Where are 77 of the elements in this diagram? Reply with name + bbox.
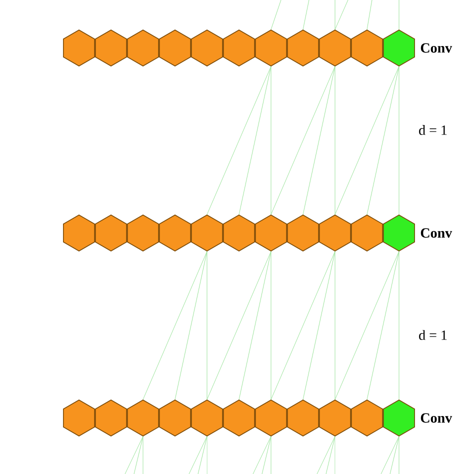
hexagon: [351, 30, 383, 66]
link-line: [380, 436, 400, 474]
link-line: [366, 66, 400, 215]
link-line: [238, 66, 272, 215]
hexagon: [95, 30, 127, 66]
link-line: [124, 436, 144, 474]
hexagon: [127, 214, 159, 252]
link-line: [206, 251, 272, 400]
hexagon: [351, 214, 383, 252]
hexagon: [287, 214, 319, 252]
link-line: [188, 436, 208, 474]
hexagon: [95, 214, 127, 252]
link-line: [206, 66, 272, 215]
link-line: [398, 0, 400, 30]
hexagon: [319, 214, 351, 252]
link-line: [174, 251, 208, 400]
hexagon: [63, 400, 95, 436]
hexagon: [319, 30, 351, 66]
link-line: [366, 251, 400, 400]
link-line: [198, 436, 208, 474]
link-line: [398, 251, 400, 400]
link-line: [334, 436, 336, 474]
hexagon: [191, 214, 223, 252]
link-line: [334, 0, 348, 30]
hexagon: [159, 30, 191, 66]
spacing-label: d = 1: [419, 125, 447, 135]
link-line: [334, 66, 336, 215]
link-line: [326, 436, 336, 474]
hexagon: [63, 30, 95, 66]
hexagon: [223, 400, 255, 436]
link-line: [366, 0, 372, 30]
hexagon: [159, 214, 191, 252]
hexagon: [127, 400, 159, 436]
side-label: Conv: [420, 228, 452, 238]
link-line: [142, 251, 208, 400]
link-line: [334, 251, 400, 400]
link-line: [302, 0, 310, 30]
link-line: [316, 436, 336, 474]
link-line: [142, 436, 144, 474]
hexagon: [191, 30, 223, 66]
link-line: [270, 251, 272, 400]
link-line: [270, 0, 282, 30]
hexagon: [95, 400, 127, 436]
hexagon: [255, 214, 287, 252]
side-label: Conv: [420, 413, 452, 423]
link-line: [238, 251, 272, 400]
link-line: [262, 436, 272, 474]
hexagon: [63, 214, 95, 252]
link-line: [390, 436, 400, 474]
link-line: [398, 66, 400, 215]
spacing-label: d = 1: [419, 330, 447, 340]
hexagon: [351, 400, 383, 436]
link-line: [302, 66, 336, 215]
hexagon: [127, 30, 159, 66]
link-line: [206, 251, 208, 400]
link-line: [270, 66, 336, 215]
hexagon: [255, 400, 287, 436]
link-line: [334, 0, 336, 30]
hexagon: [319, 400, 351, 436]
side-label: Conv: [420, 43, 452, 53]
hexagon: [255, 30, 287, 66]
hexagon: [223, 30, 255, 66]
link-line: [334, 251, 336, 400]
hexagon: [287, 400, 319, 436]
hexagon: [191, 400, 223, 436]
link-line: [398, 436, 400, 474]
link-line: [270, 66, 272, 215]
link-line: [134, 436, 144, 474]
link-line: [270, 251, 336, 400]
hexagon: [159, 400, 191, 436]
hexagon: [287, 30, 319, 66]
link-line: [270, 436, 272, 474]
hexagon: [223, 214, 255, 252]
link-line: [252, 436, 272, 474]
link-line: [302, 251, 336, 400]
link-line: [334, 66, 400, 215]
link-line: [206, 436, 208, 474]
